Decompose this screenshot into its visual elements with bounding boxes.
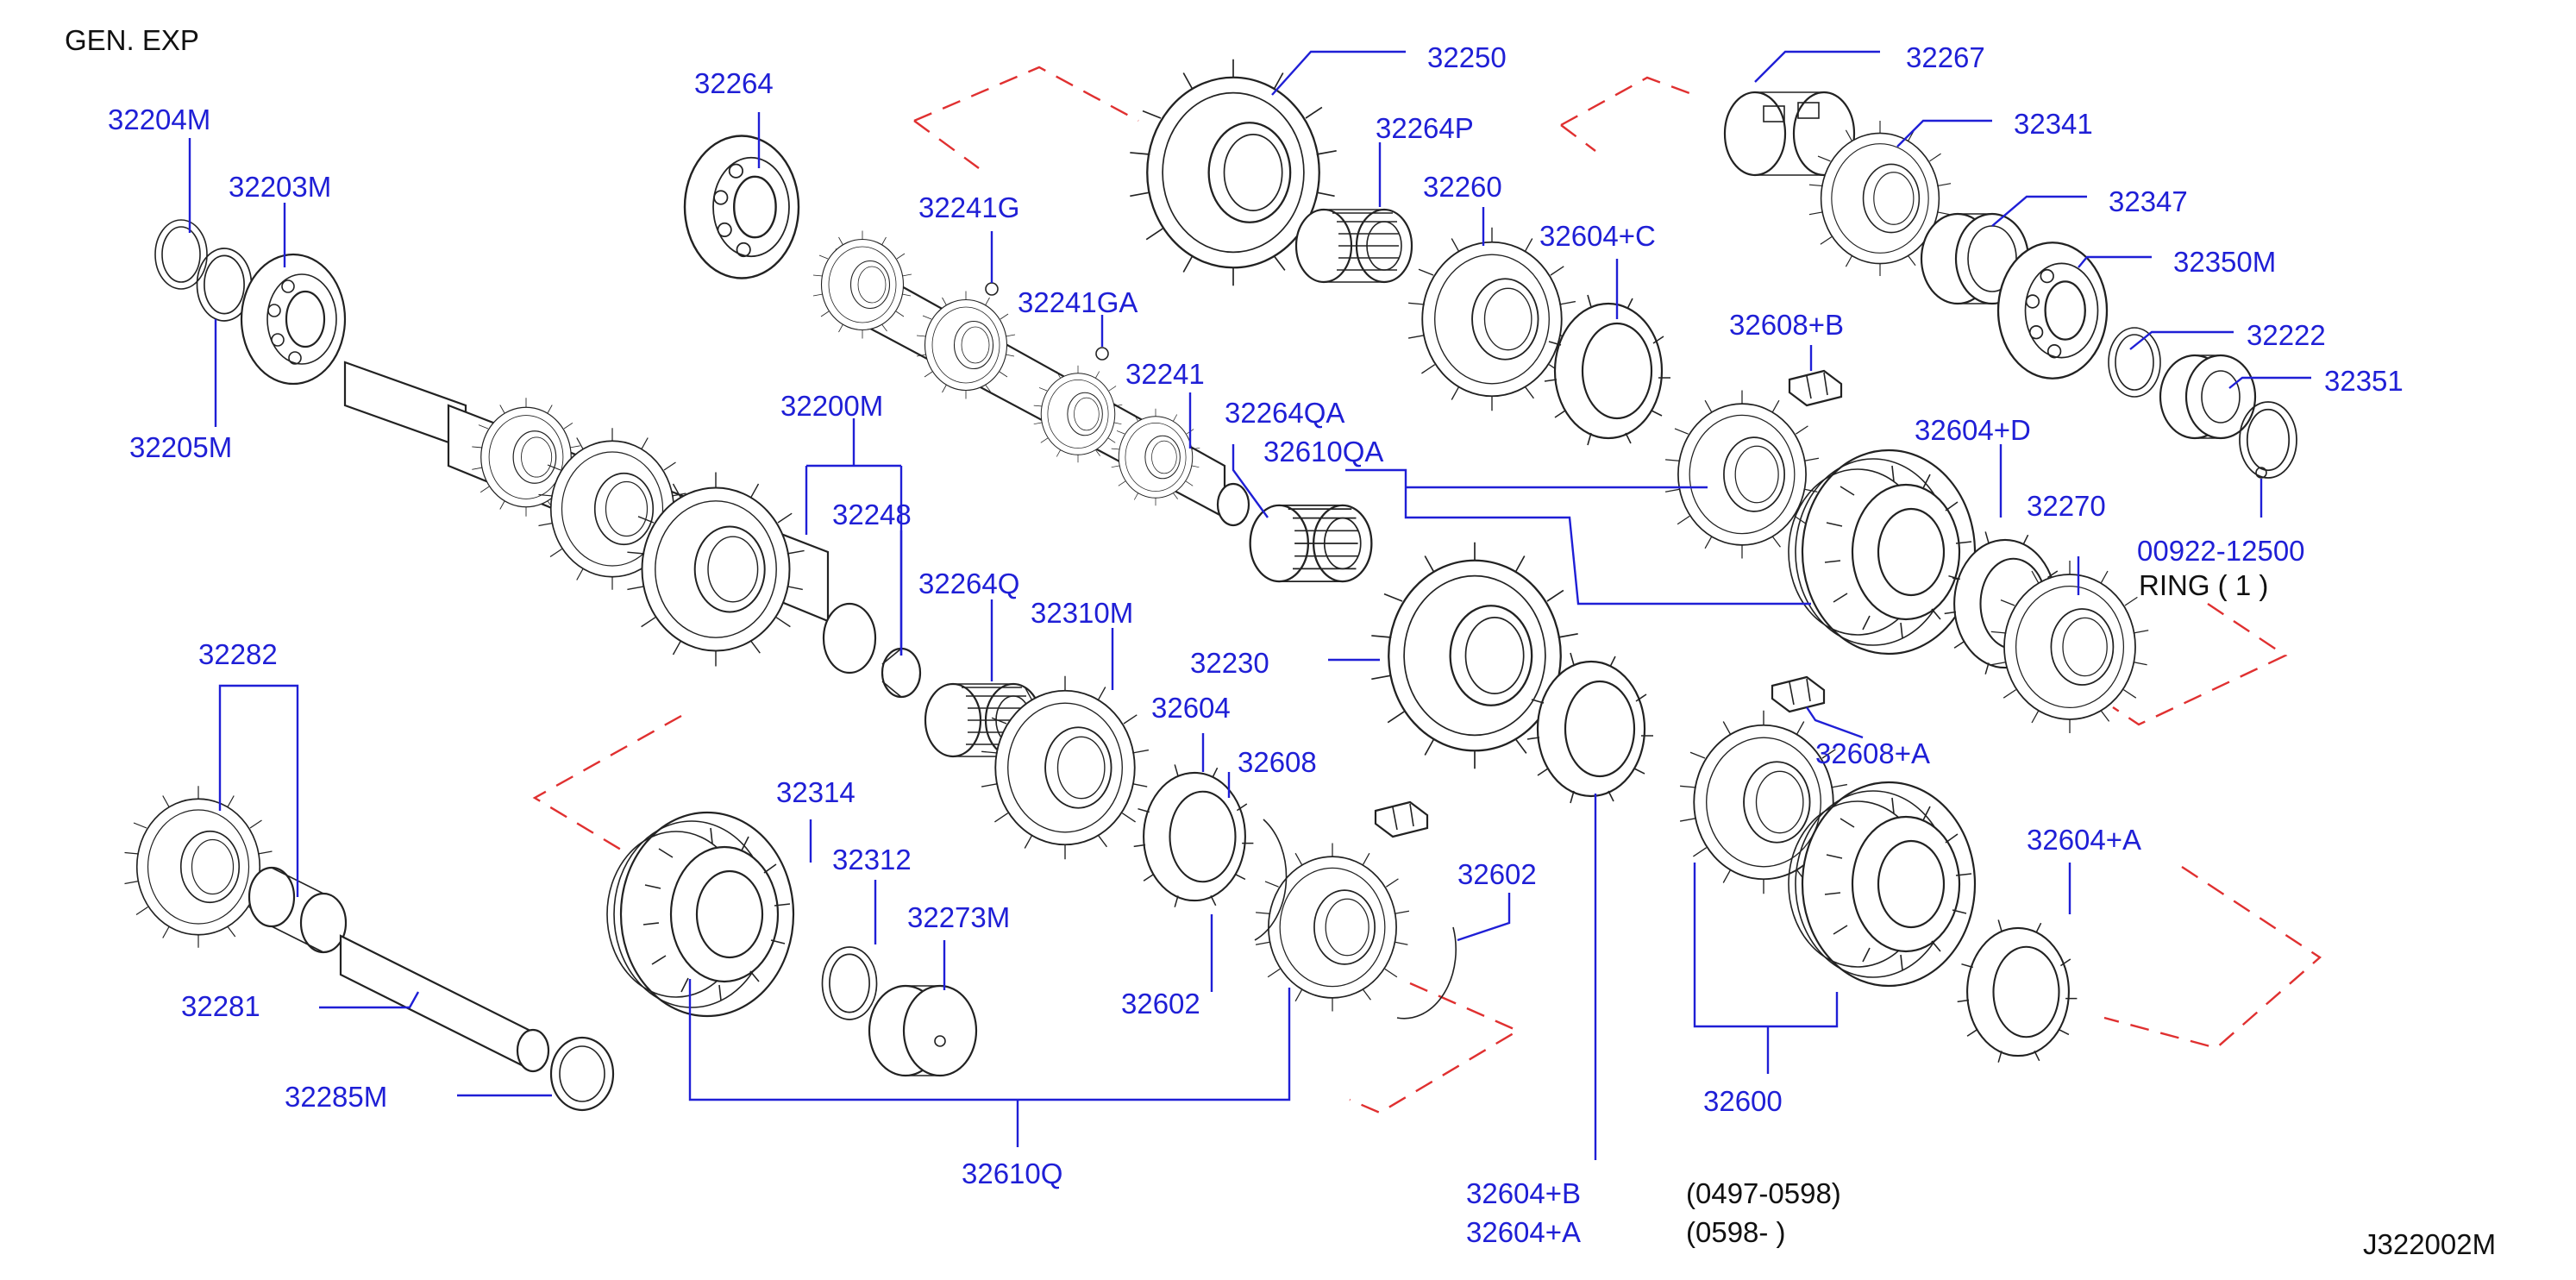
callout-32310M[interactable]: 32310M [1031, 597, 1133, 629]
snap-ring-32222 [2108, 327, 2161, 398]
spring-32602 [1396, 926, 1457, 1020]
gear-32610Q [1255, 842, 1410, 1013]
callout-32241GA[interactable]: 32241GA [1018, 286, 1138, 318]
lower-gear-group [605, 675, 1457, 1077]
leader-lines [188, 50, 2311, 1160]
callout-32285M[interactable]: 32285M [285, 1081, 387, 1113]
hub-32314 [605, 811, 795, 1018]
callout-32314[interactable]: 32314 [776, 776, 856, 808]
bearing-part [683, 135, 800, 279]
ring-00922-12500 [2239, 401, 2297, 479]
phantom-line [2112, 603, 2288, 726]
callout-32282[interactable]: 32282 [198, 638, 278, 670]
spring-32602 [1254, 819, 1288, 941]
reverse-idler-group [123, 785, 615, 1112]
gear-32282 [123, 785, 273, 949]
snap-ring-part [154, 219, 208, 290]
callout-32204M[interactable]: 32204M [108, 104, 210, 135]
date-range-a: (0497-0598) [1686, 1177, 1841, 1209]
callout-32264Q[interactable]: 32264Q [918, 568, 1019, 599]
middle-sync-group [1370, 369, 2150, 1064]
phantom-line [532, 714, 682, 851]
callout-32250[interactable]: 32250 [1427, 41, 1507, 73]
gear-32610QA [1664, 389, 1820, 560]
callout-32241[interactable]: 32241 [1125, 358, 1205, 390]
callout-32604A[interactable]: 32604+A [2027, 824, 2141, 856]
bearing-32351 [2159, 354, 2257, 440]
phantom-line [1560, 124, 1596, 152]
phantom-line [1349, 982, 1520, 1114]
sync-ring-32604A [1956, 919, 2078, 1064]
shaft-end [1216, 482, 1250, 527]
callout-32608B[interactable]: 32608+B [1729, 309, 1844, 341]
callout-32264P[interactable]: 32264P [1376, 112, 1474, 144]
callout-32273M[interactable]: 32273M [907, 901, 1010, 933]
main-shaft-assembly [154, 219, 922, 699]
callout-32270[interactable]: 32270 [2027, 490, 2106, 522]
hub-32604D [1787, 449, 1977, 656]
callout-32203M[interactable]: 32203M [229, 171, 331, 203]
callout-32608A[interactable]: 32608+A [1815, 737, 1930, 769]
callout-32351[interactable]: 32351 [2324, 365, 2404, 397]
callout-32241G[interactable]: 32241G [918, 191, 1019, 223]
ball-part [985, 282, 999, 296]
callout-32604[interactable]: 32604 [1151, 692, 1231, 724]
upper-gear-row [1129, 58, 2297, 479]
spacer-part [881, 647, 922, 699]
callout-32602-lower[interactable]: 32602 [1121, 988, 1200, 1020]
callout-labels: 32204M 32203M 32205M 32264 32241G 32241G… [108, 41, 2404, 1248]
date-range-b: (0598- ) [1686, 1216, 1786, 1248]
callout-32600[interactable]: 32600 [1703, 1085, 1783, 1117]
callout-32604B-legend[interactable]: 32604+B [1466, 1177, 1581, 1209]
needle-bearing-32264P [1294, 208, 1413, 284]
callout-32267[interactable]: 32267 [1906, 41, 1985, 73]
callout-32347[interactable]: 32347 [2109, 185, 2188, 217]
callout-32312[interactable]: 32312 [832, 844, 912, 875]
bearing-32350M [1996, 242, 2109, 380]
callout-32610Q[interactable]: 32610Q [962, 1158, 1062, 1189]
diagram-code: J322002M [2363, 1228, 2496, 1260]
phantom-line [2103, 865, 2322, 1050]
phantom-line [913, 66, 1139, 122]
callout-32248[interactable]: 32248 [832, 499, 912, 530]
gear-32260 [1407, 226, 1576, 412]
phantom-lines [532, 66, 2322, 1114]
callout-32350M[interactable]: 32350M [2173, 246, 2276, 278]
sync-ring-32604 [1132, 763, 1255, 908]
callout-00922-12500[interactable]: 00922-12500 [2137, 535, 2305, 567]
insert-32608A [1771, 675, 1826, 713]
callout-32264QA[interactable]: 32264QA [1225, 397, 1344, 429]
callout-32602-right[interactable]: 32602 [1457, 858, 1537, 890]
callout-32610QA[interactable]: 32610QA [1263, 436, 1383, 467]
bearing-part [240, 253, 347, 386]
callout-32604D[interactable]: 32604+D [1915, 414, 2031, 446]
callout-32230[interactable]: 32230 [1190, 647, 1269, 679]
callout-32264[interactable]: 32264 [694, 67, 774, 99]
callout-32222[interactable]: 32222 [2247, 319, 2326, 351]
bearing-32273M [868, 984, 978, 1077]
insert-32608B [1788, 369, 1843, 407]
snap-ring-32312 [821, 946, 878, 1020]
bushing-32285M [549, 1036, 615, 1112]
callout-32604C[interactable]: 32604+C [1539, 220, 1656, 252]
ring-quantity-note: RING ( 1 ) [2139, 569, 2268, 601]
callout-32281[interactable]: 32281 [181, 990, 260, 1022]
shaft-end [822, 602, 877, 675]
phantom-line [1560, 76, 1700, 127]
callout-32205M[interactable]: 32205M [129, 431, 232, 463]
header-text: GEN. EXP [65, 24, 199, 56]
callout-32608[interactable]: 32608 [1238, 746, 1317, 778]
ball-part [1095, 347, 1109, 361]
sync-ring-32604C [1543, 293, 1672, 447]
callout-32200M[interactable]: 32200M [780, 390, 883, 422]
insert-32602 [1374, 800, 1429, 838]
counter-shaft-assembly [683, 135, 1373, 583]
phantom-line [913, 120, 980, 169]
shaft-32281 [339, 934, 532, 1071]
bushing-32282 [248, 866, 348, 954]
callout-32341[interactable]: 32341 [2014, 108, 2093, 140]
callout-32604A-legend[interactable]: 32604+A [1466, 1216, 1581, 1248]
callout-32260[interactable]: 32260 [1423, 171, 1502, 203]
